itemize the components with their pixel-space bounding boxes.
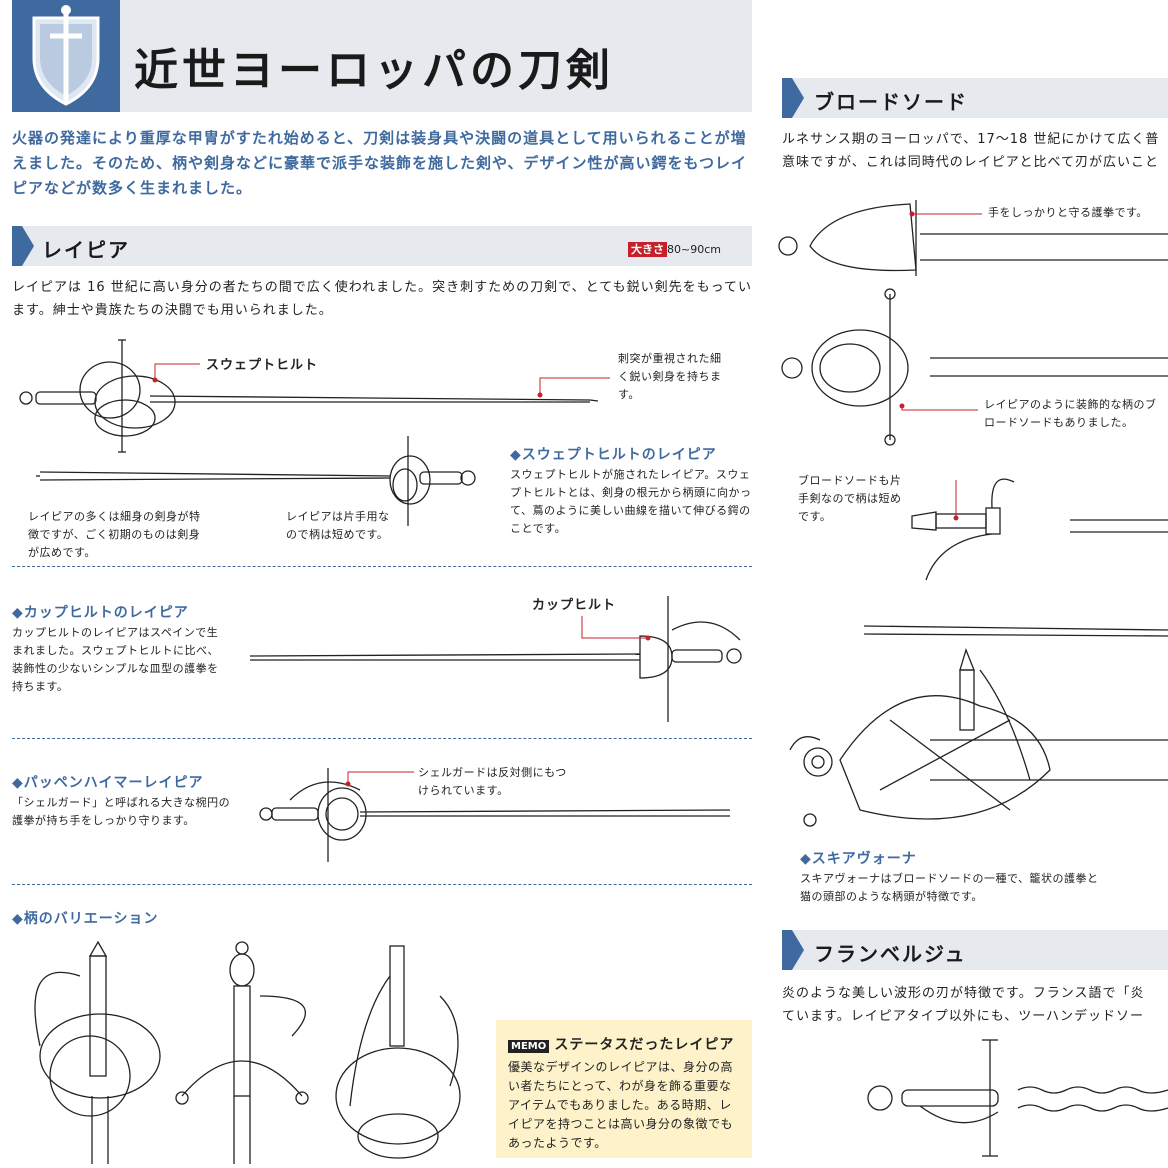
schiavona-text: スキアヴォーナはブロードソードの一種で、籠状の護拳と猫の頭部のような柄頭が特徴で… [800,872,1099,903]
one-hand-note: レイピアは片手用なので柄は短めです。 [286,510,390,541]
flamberge-illustration [867,1039,1168,1157]
broadsword-description-2: 意味ですが、これは同時代のレイピアと比べて刃が広いこと [782,155,1159,170]
broadsword-guard-note: 手をしっかりと守る護拳です。 [988,206,1148,219]
size-value: 80~90cm [667,243,721,256]
rapier-description: レイピアは 16 世紀に高い身分の者たちの間で広く使われました。突き刺すための刀… [12,280,752,318]
broadsword-header [782,78,1168,118]
pappenheimer-heading: ◆パッペンハイマーレイピア [12,775,204,791]
swept-rapier-text: スウェプトヒルトが施されたレイピア。スウェプトヒルトとは、剣身の根元から柄頭に向… [510,468,752,535]
swept-hilt-rapier-illustration [19,339,610,526]
broadsword-title: ブロードソード [814,90,968,114]
shell-guard-note: シェルガードは反対側にもつけられています。 [418,766,567,797]
intro-text: 火器の発達により重厚な甲冑がすたれ始めると、刀剣は装身具や決闘の道具として用いら… [12,129,747,197]
chevron-icon [12,226,34,266]
flamberge-description-2: ています。レイピアタイプ以外にも、ツーハンデッドソー [782,1009,1145,1024]
hilt-variations-illustration [34,940,461,1164]
variation-heading: ◆柄のバリエーション [12,911,159,927]
schiavona-illustration [789,625,1168,827]
title-emblem [12,0,120,112]
page-title: 近世ヨーロッパの刀剣 [134,45,614,96]
pappenheimer-text: 「シェルガード」と呼ばれる大きな椀円の護拳が持ち手をしっかり守ります。 [12,796,231,827]
title-bar [12,0,752,112]
early-rapier-note: レイピアの多くは細身の剣身が特徴ですが、ごく初期のものは剣身が広めです。 [28,510,201,559]
size-tag: 大きさ [628,242,667,257]
flamberge-header [782,930,1168,970]
memo-tag: MEMO [508,1040,550,1053]
flamberge-title: フランベルジュ [814,942,967,966]
rapier-title: レイピア [42,238,130,262]
cup-rapier-heading: ◆カップヒルトのレイピア [12,605,189,621]
cup-hilt-rapier-illustration [249,596,742,722]
broadsword-onehand-note: ブロードソードも片手剣なので柄は短めです。 [798,474,902,523]
broadsword-illustration [778,200,1168,581]
schiavona-heading: ◆スキアヴォーナ [800,851,917,867]
divider [12,566,752,567]
chevron-icon [782,78,804,118]
broadsword-decor-note: レイピアのように装飾的な柄のブロードソードもありました。 [984,398,1157,429]
memo-box: MEMO ステータスだったレイピア 優美なデザインのレイピアは、身分の高い者たち… [496,1020,752,1158]
memo-text: 優美なデザインのレイピアは、身分の高い者たちにとって、わが身を飾る重要なアイテム… [508,1060,734,1150]
shield-sword-icon [32,5,100,106]
cup-hilt-label: カップヒルト [532,598,617,613]
memo-title: ステータスだったレイピア [554,1037,735,1053]
broadsword-description-1: ルネサンス期のヨーロッパで、17～18 世紀にかけて広く普 [782,132,1160,147]
divider [12,738,752,739]
chevron-icon [782,930,804,970]
blade-note: 刺突が重視された細く鋭い剣身を持ちます。 [618,352,722,401]
memo-header: MEMO ステータスだったレイピア [508,1034,734,1054]
flamberge-description-1: 炎のような美しい波形の刃が特徴です。フランス語で「炎 [782,986,1145,1001]
cup-rapier-text: カップヒルトのレイピアはスペインで生まれました。スウェプトヒルトに比べ、装飾性の… [12,626,219,693]
swept-hilt-label: スウェプトヒルト [206,358,319,373]
swept-rapier-heading: ◆スウェプトヒルトのレイピア [510,447,717,463]
pappenheimer-rapier-illustration [259,768,731,862]
divider [12,884,752,885]
